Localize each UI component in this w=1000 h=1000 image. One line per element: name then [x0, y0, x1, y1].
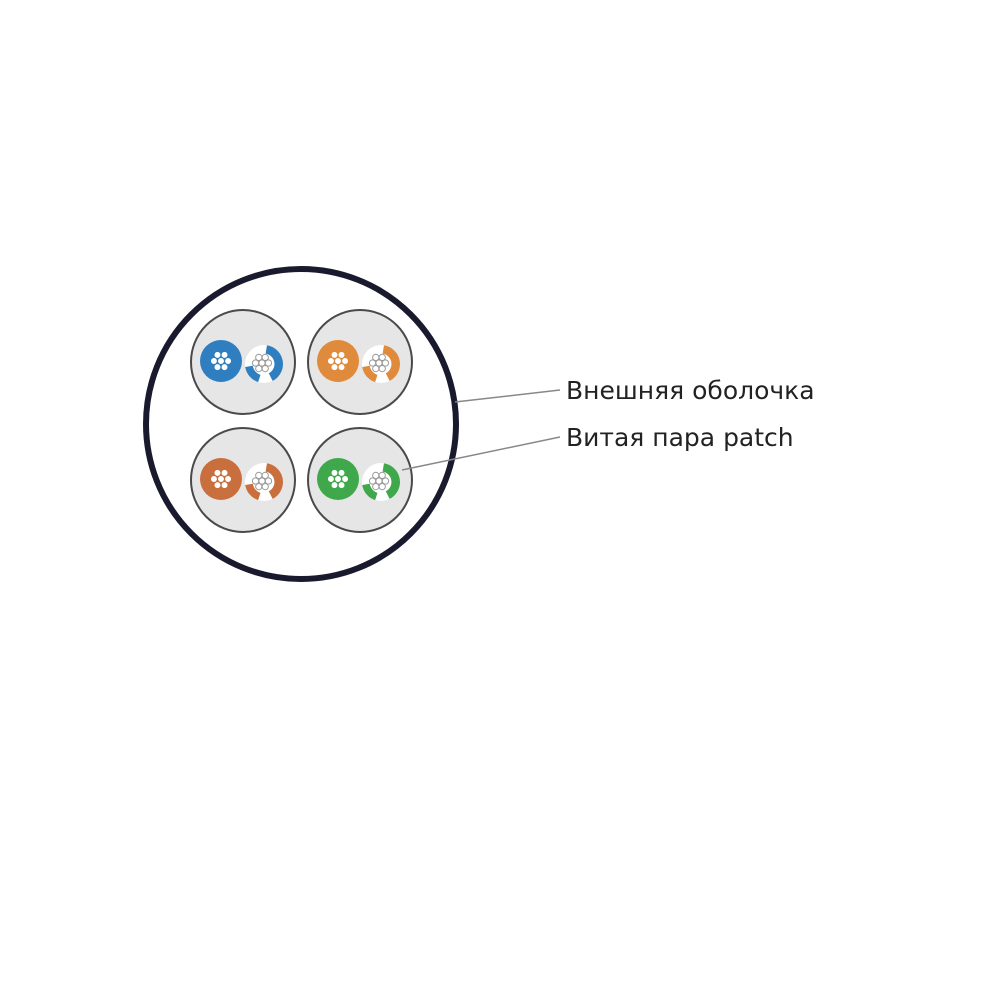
pair-background: [307, 427, 413, 533]
conductor-strand: [209, 475, 218, 483]
conductor-strand: [330, 468, 339, 477]
conductor-strand: [220, 350, 229, 359]
conductor-strand: [255, 471, 263, 480]
conductor-strand: [264, 359, 273, 367]
conductor-stripe: [265, 345, 284, 381]
conductor-strand: [220, 481, 229, 490]
conductor-strand: [213, 481, 222, 490]
twisted-pair-orange: [307, 309, 413, 415]
conductor-strand: [213, 363, 222, 372]
conductor-strand: [213, 468, 222, 477]
conductor-strand: [381, 359, 390, 367]
conductor-stripe: [362, 483, 378, 501]
leader-line-outer-jacket: [454, 389, 561, 403]
conductor-stripe: [382, 345, 401, 381]
conductor-stripe: [382, 463, 400, 499]
conductor-strand: [255, 353, 263, 362]
conductor-strand: [224, 475, 233, 483]
conductor-strand: [337, 350, 346, 359]
conductor-strand: [337, 363, 346, 372]
pair-background: [190, 309, 296, 415]
conductor-strand: [255, 364, 263, 373]
conductor-stripe: [362, 365, 378, 383]
conductor-strand: [381, 477, 390, 485]
conductor-strand: [261, 353, 269, 362]
conductor-strand: [337, 481, 346, 490]
conductor-strand: [220, 468, 229, 477]
conductor-strand: [341, 475, 350, 483]
conductor-strand: [368, 359, 377, 367]
conductor-stripe: [245, 483, 261, 501]
conductor-strand: [372, 364, 380, 373]
conductor-strand: [224, 357, 233, 365]
conductor-strand: [337, 468, 346, 477]
conductor-stripe: [265, 463, 283, 499]
label-outer-jacket: Внешняя оболочка: [566, 376, 815, 405]
conductor-strand: [330, 350, 339, 359]
conductor-strand: [378, 471, 386, 480]
conductor-strand: [251, 477, 260, 485]
pair-background: [190, 427, 296, 533]
conductor-strand: [209, 357, 218, 365]
conductor-strand: [326, 475, 335, 483]
leader-line-twisted-pair: [401, 436, 561, 471]
twisted-pair-blue: [190, 309, 296, 415]
outer-jacket: [143, 266, 459, 582]
conductor-strand: [251, 359, 260, 367]
conductor-strand: [261, 364, 269, 373]
conductor-strand: [261, 471, 269, 480]
twisted-pair-brown: [190, 427, 296, 533]
label-twisted-pair: Витая пара patch: [566, 423, 794, 452]
conductor-strand: [326, 357, 335, 365]
conductor-strand: [261, 482, 269, 491]
conductor-strand: [378, 353, 386, 362]
conductor-stripe: [245, 365, 261, 383]
conductor-strand: [372, 482, 380, 491]
conductor-strand: [213, 350, 222, 359]
pair-background: [307, 309, 413, 415]
conductor-strand: [378, 364, 386, 373]
conductor-strand: [372, 471, 380, 480]
conductor-strand: [330, 363, 339, 372]
conductor-strand: [341, 357, 350, 365]
conductor-strand: [372, 353, 380, 362]
conductor-strand: [368, 477, 377, 485]
conductor-strand: [264, 477, 273, 485]
conductor-strand: [255, 482, 263, 491]
twisted-pair-green: [307, 427, 413, 533]
conductor-strand: [330, 481, 339, 490]
conductor-strand: [378, 482, 386, 491]
conductor-strand: [220, 363, 229, 372]
